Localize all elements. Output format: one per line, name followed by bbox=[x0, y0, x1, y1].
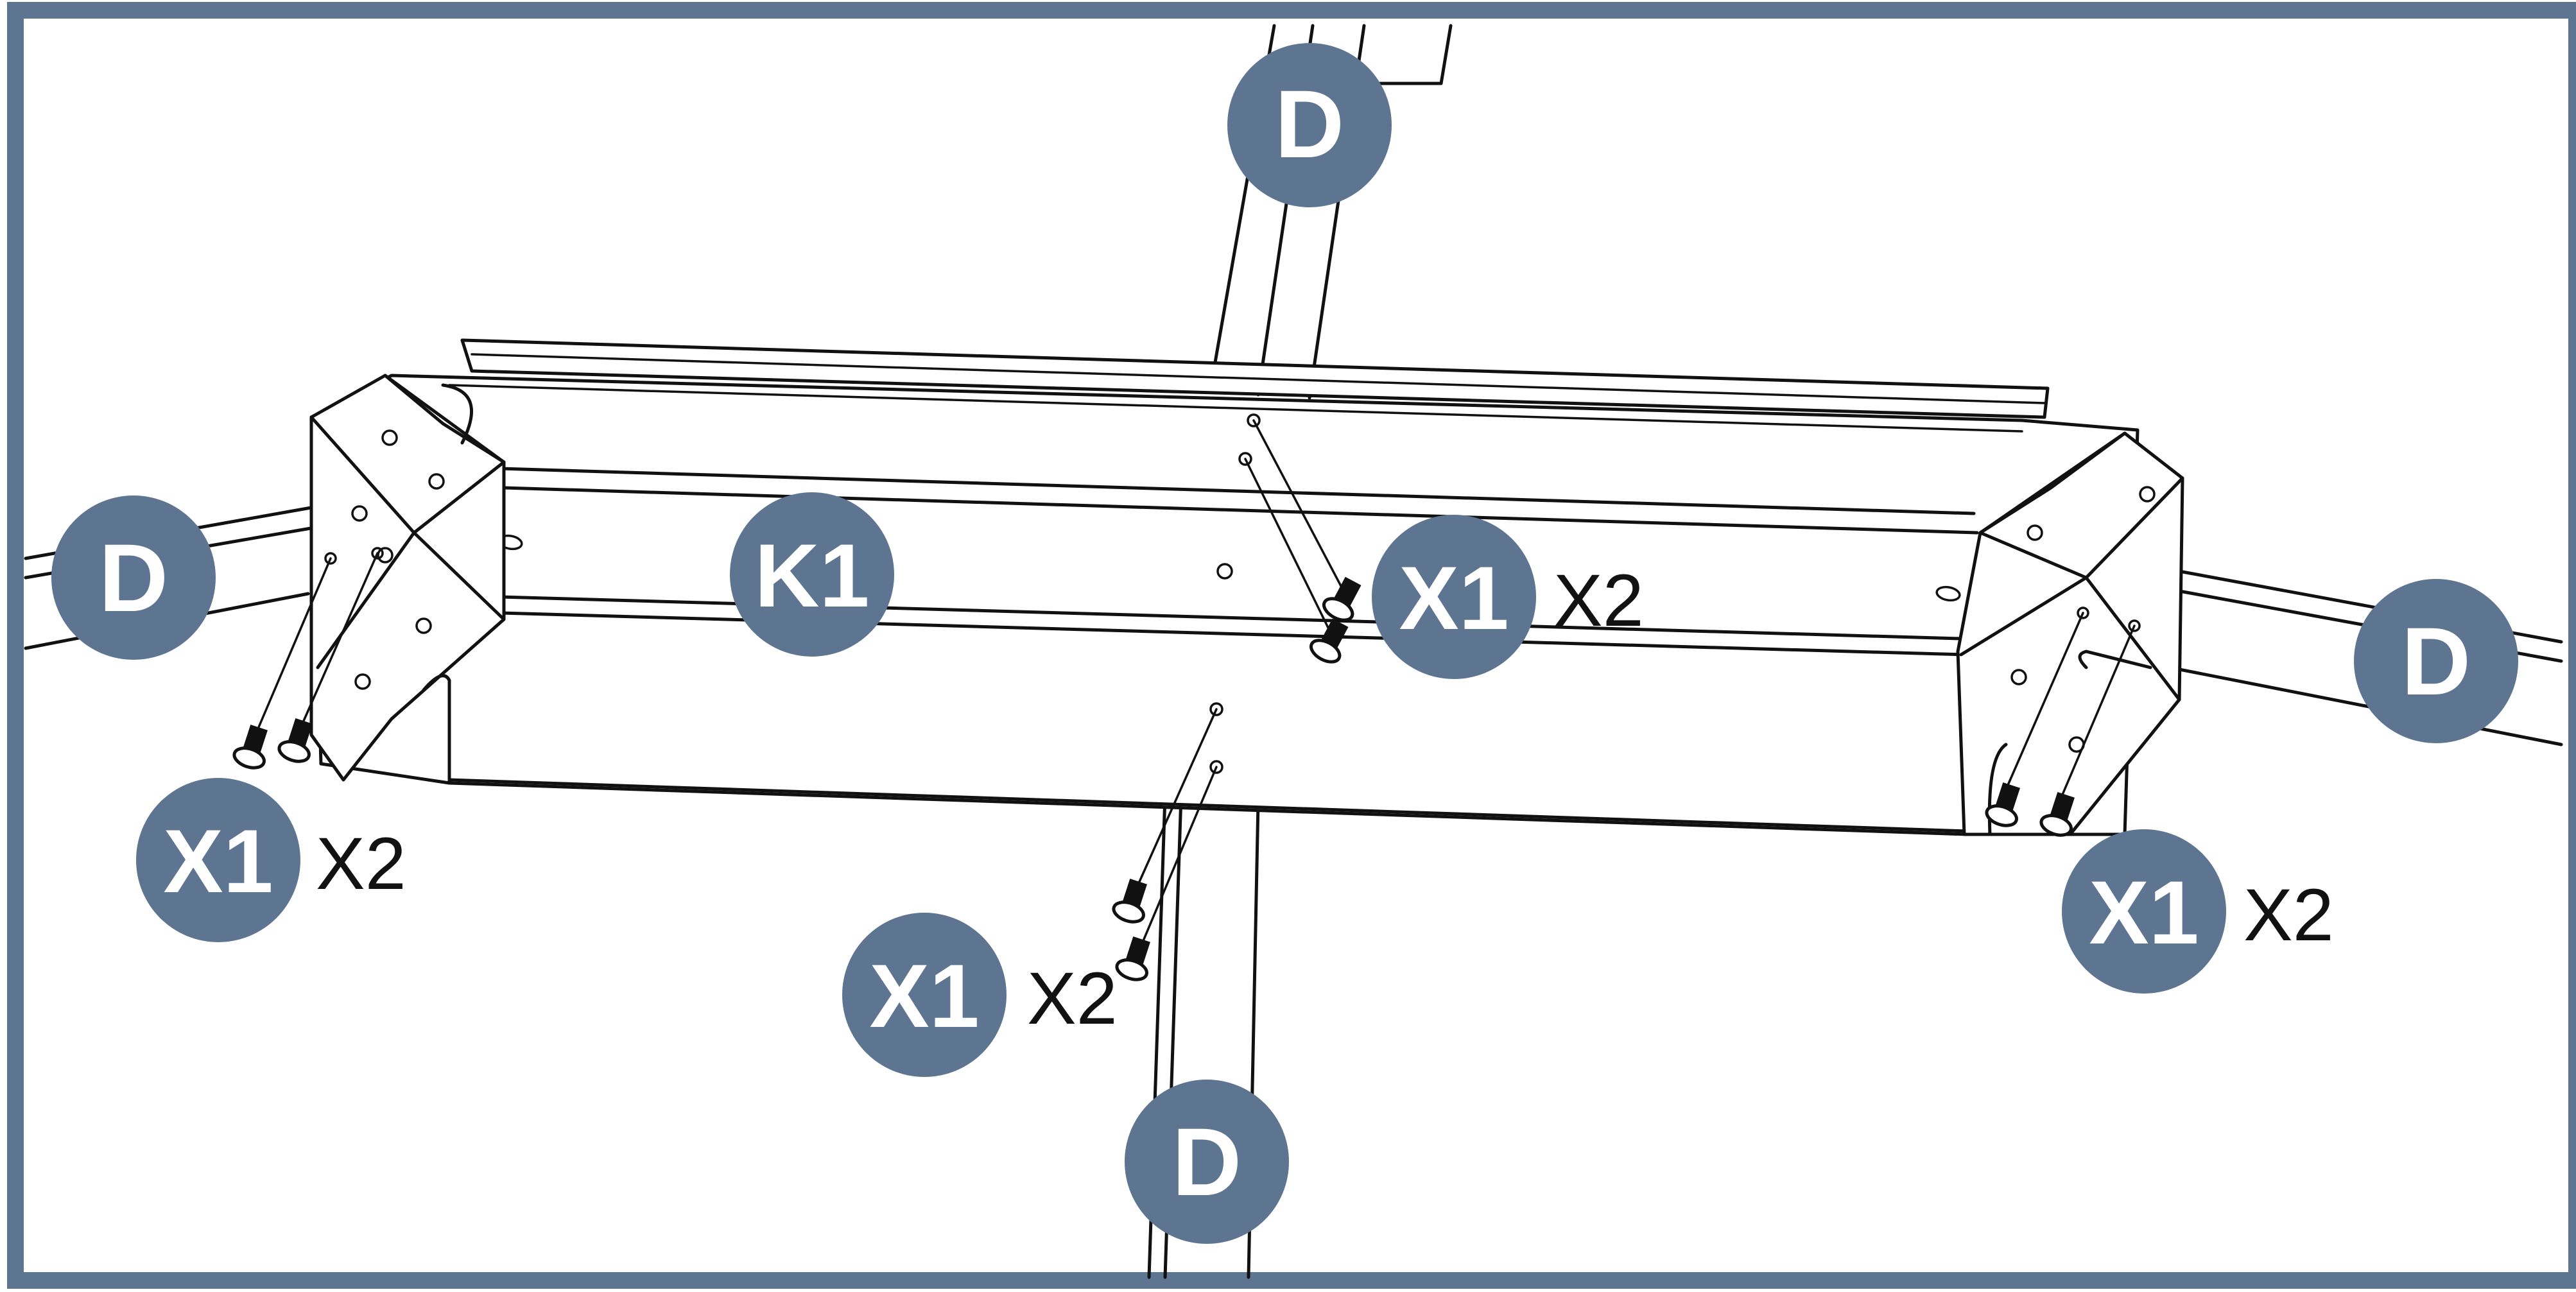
callout-x1-right: X1 X2 bbox=[2062, 829, 2334, 994]
callout-label: X1 bbox=[163, 811, 273, 911]
callout-label: D bbox=[1275, 70, 1344, 178]
callout-label: D bbox=[1172, 1108, 1241, 1216]
callout-d-top: D bbox=[1227, 43, 1392, 207]
callout-label: X1 bbox=[2089, 862, 2199, 963]
callout-label: D bbox=[99, 524, 168, 632]
callout-k1: K1 bbox=[730, 492, 894, 657]
callout-label: X1 bbox=[869, 945, 979, 1046]
callout-d-right: D bbox=[2354, 579, 2518, 743]
channel-k1 bbox=[309, 338, 2139, 836]
callout-label: X1 bbox=[1399, 547, 1508, 648]
quantity-label: X2 bbox=[316, 823, 406, 905]
callout-label: K1 bbox=[755, 525, 870, 626]
callout-d-bottom: D bbox=[1125, 1080, 1289, 1244]
callout-d-left: D bbox=[51, 495, 216, 660]
diagram-frame bbox=[7, 2, 2576, 1289]
callout-x1-bottom-center: X1 X2 bbox=[842, 913, 1118, 1077]
screw-icon bbox=[232, 419, 2136, 981]
quantity-label: X2 bbox=[2243, 874, 2334, 956]
quantity-label: X2 bbox=[1553, 560, 1644, 642]
callout-label: D bbox=[2401, 607, 2471, 715]
callout-x1-left: X1 X2 bbox=[136, 778, 406, 942]
callout-x1-top-center: X1 X2 bbox=[1372, 515, 1644, 679]
quantity-label: X2 bbox=[1027, 958, 1118, 1040]
bracket-right bbox=[1956, 431, 2184, 836]
bracket-left bbox=[309, 374, 506, 785]
